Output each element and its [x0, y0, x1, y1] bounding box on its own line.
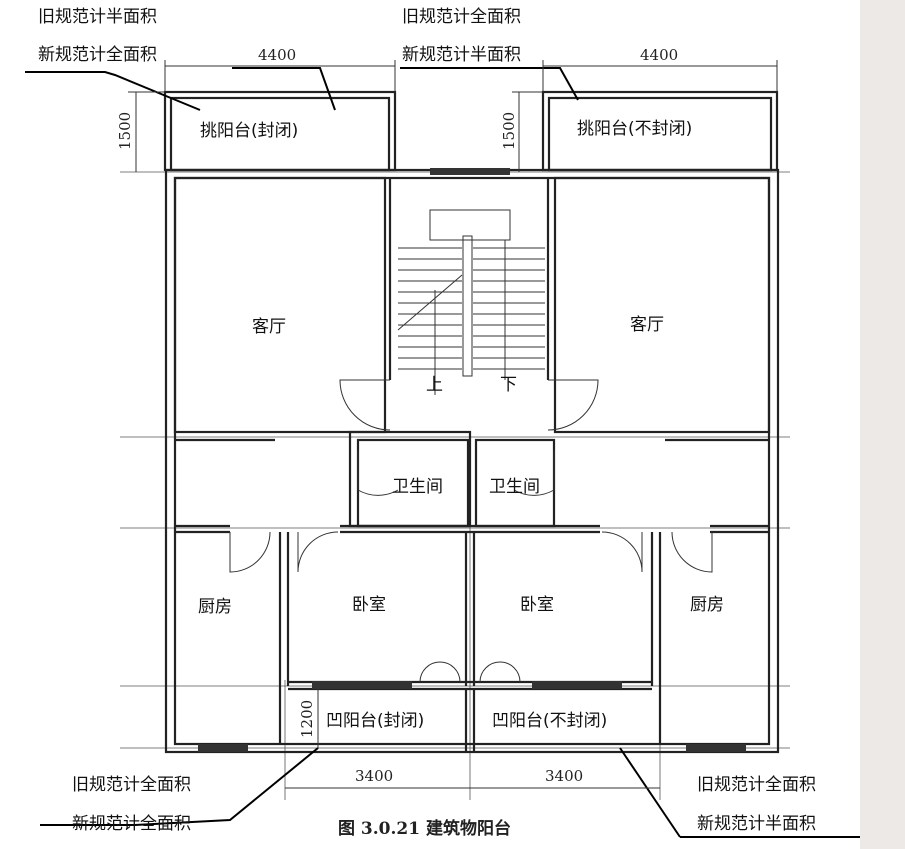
room-living-right: 客厅: [630, 315, 664, 335]
stair-down-label: 下: [500, 375, 517, 395]
room-living-left: 客厅: [252, 317, 286, 337]
note-top-left-new: 新规范计全面积: [38, 45, 157, 65]
room-bedroom-left: 卧室: [352, 595, 386, 615]
dim-right-balcony-depth: 1500: [500, 112, 518, 150]
figure-caption: 图 3.0.21 建筑物阳台: [338, 818, 511, 839]
note-top-left-old: 旧规范计半面积: [38, 7, 157, 27]
axis-lines: [120, 171, 790, 800]
stair-up-label: 上: [426, 375, 443, 395]
note-top-right-new: 新规范计半面积: [402, 45, 521, 65]
dim-left-balcony-depth: 1500: [116, 112, 134, 150]
dim-top-left-width: 4400: [258, 46, 296, 64]
doors: [229, 379, 713, 683]
room-bath-right: 卫生间: [489, 477, 540, 497]
dim-recessed-depth: 1200: [298, 700, 316, 738]
room-kitchen-right: 厨房: [690, 595, 724, 615]
dim-bottom-left-width: 3400: [355, 767, 393, 785]
note-bottom-left-old: 旧规范计全面积: [72, 775, 191, 795]
room-balcony-closed: 挑阳台(封闭): [200, 121, 298, 141]
room-recessed-closed: 凹阳台(封闭): [326, 711, 424, 731]
room-bedroom-right: 卧室: [520, 595, 554, 615]
dim-top-right-width: 4400: [640, 46, 678, 64]
room-balcony-open: 挑阳台(不封闭): [577, 119, 692, 139]
walls: [163, 90, 780, 754]
stair-handrail-well: [462, 235, 473, 377]
windows: [198, 168, 746, 752]
dimension-lines: [128, 60, 778, 789]
note-bottom-left-new: 新规范计全面积: [72, 814, 191, 834]
page-edge-shadow: [860, 0, 905, 849]
dim-bottom-right-width: 3400: [545, 767, 583, 785]
leader-lines: [25, 67, 860, 838]
note-bottom-right-old: 旧规范计全面积: [697, 775, 816, 795]
note-top-right-old: 旧规范计全面积: [402, 7, 521, 27]
staircase: [397, 209, 545, 395]
room-bath-left: 卫生间: [392, 477, 443, 497]
note-bottom-right-new: 新规范计半面积: [697, 814, 816, 834]
room-kitchen-left: 厨房: [198, 597, 232, 617]
room-recessed-open: 凹阳台(不封闭): [492, 711, 607, 731]
